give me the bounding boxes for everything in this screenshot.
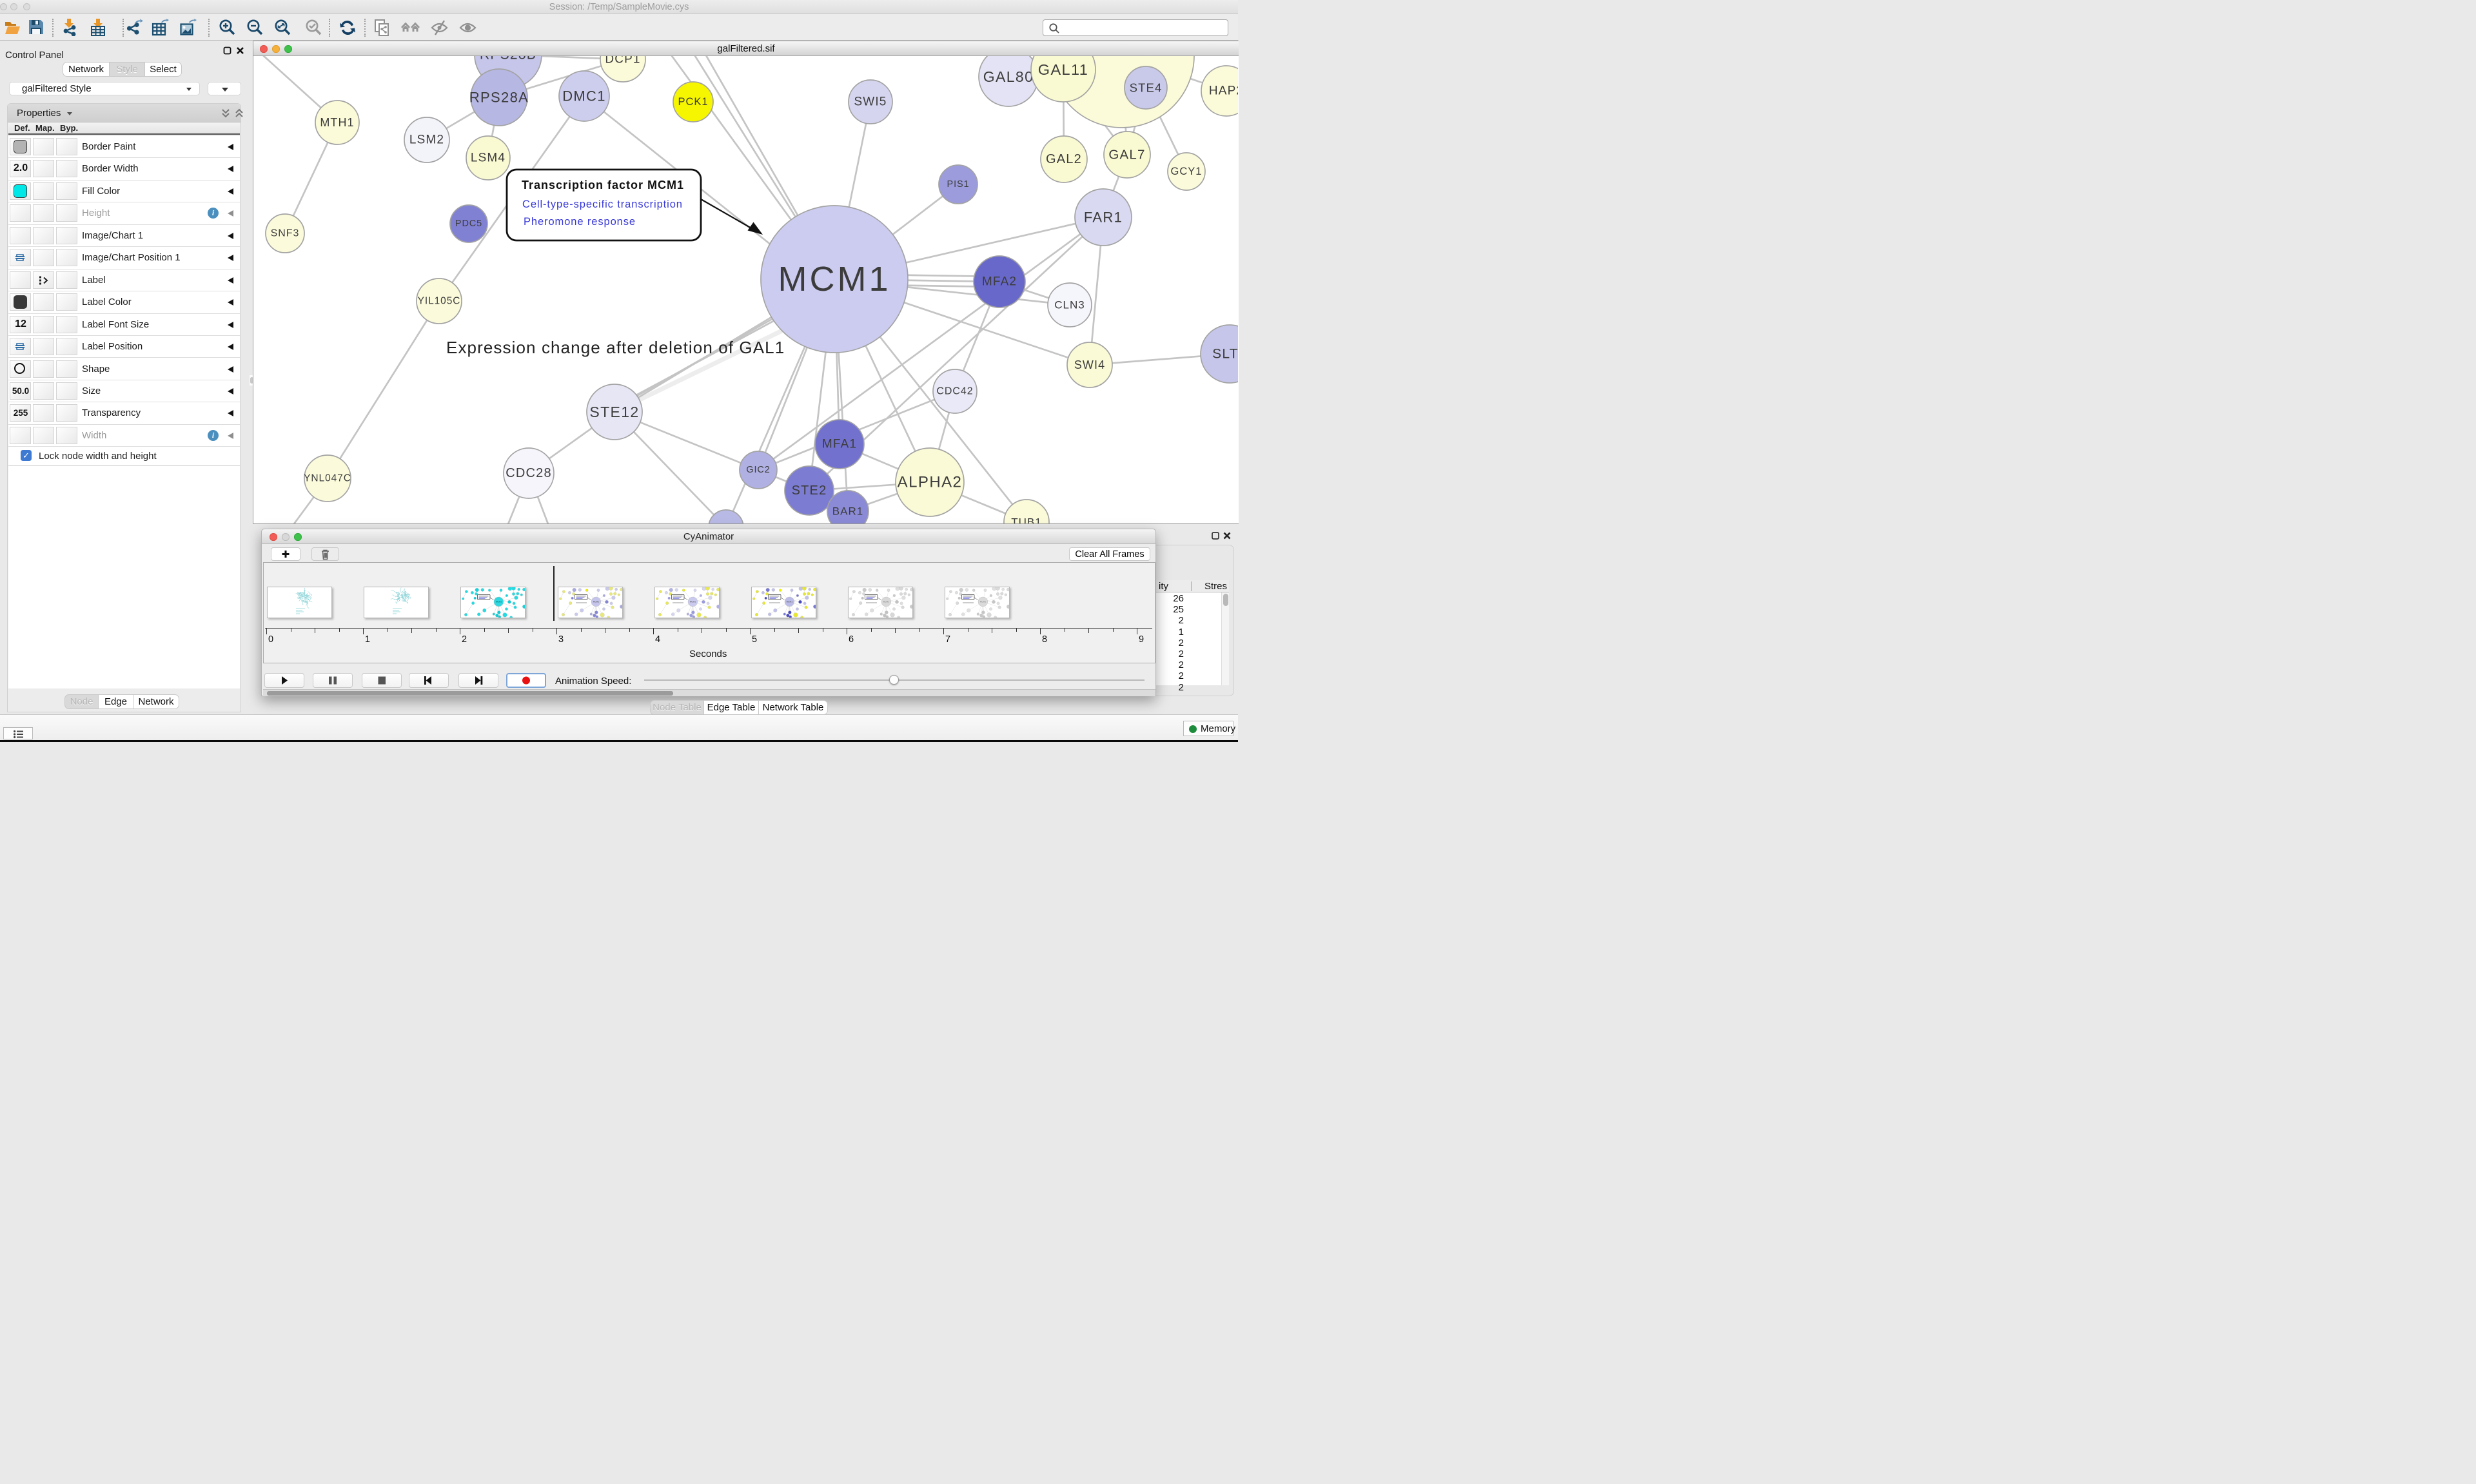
svg-text:MFA1: MFA1 (822, 438, 857, 451)
svg-text:GCY1: GCY1 (1171, 166, 1203, 177)
svg-text:YNL047C: YNL047C (304, 473, 351, 484)
svg-text:DCP1: DCP1 (605, 56, 640, 66)
svg-text:GAL11: GAL11 (1038, 61, 1088, 78)
svg-text:STE4: STE4 (1130, 81, 1163, 95)
svg-text:PDC5: PDC5 (455, 219, 482, 229)
svg-text:LSM4: LSM4 (471, 151, 506, 165)
svg-text:RPS28B: RPS28B (480, 56, 536, 63)
svg-text:STE2: STE2 (792, 483, 827, 498)
svg-text:MTH1: MTH1 (320, 116, 354, 129)
svg-text:FAR1: FAR1 (1084, 210, 1123, 226)
svg-text:STE12: STE12 (589, 404, 639, 420)
svg-text:GIC2: GIC2 (746, 465, 770, 475)
svg-text:RPS28A: RPS28A (469, 90, 529, 106)
svg-text:GAL7: GAL7 (1108, 148, 1145, 162)
svg-text:Transcription factor MCM1: Transcription factor MCM1 (522, 179, 684, 191)
svg-text:MCM1: MCM1 (980, 601, 987, 603)
svg-text:MCM1: MCM1 (778, 260, 891, 298)
svg-text:LSM2: LSM2 (409, 133, 444, 147)
svg-text:MCM1: MCM1 (496, 601, 502, 603)
svg-text:MCM1: MCM1 (883, 601, 890, 603)
svg-text:MCM1: MCM1 (593, 601, 599, 603)
svg-text:PCK1: PCK1 (678, 96, 708, 108)
svg-text:SWI5: SWI5 (854, 95, 887, 109)
svg-text:MFA2: MFA2 (982, 275, 1017, 289)
svg-text:SWI4: SWI4 (1074, 358, 1105, 371)
svg-text:YIL105C: YIL105C (418, 296, 461, 307)
svg-text:Expression change after deleti: Expression change after deletion of GAL1 (446, 338, 785, 357)
svg-text:Pheromone response: Pheromone response (524, 216, 636, 228)
svg-text:CLN3: CLN3 (1054, 299, 1085, 311)
svg-text:HAP2: HAP2 (1209, 84, 1238, 98)
svg-text:MCM1: MCM1 (690, 601, 696, 603)
svg-text:PIS1: PIS1 (947, 179, 970, 190)
svg-text:SNF3: SNF3 (271, 228, 300, 239)
svg-text:ALPHA2: ALPHA2 (898, 474, 963, 491)
svg-text:Cell-type-specific transcripti: Cell-type-specific transcription (522, 199, 683, 210)
svg-text:GAL80: GAL80 (983, 68, 1034, 85)
svg-text:CDC28: CDC28 (506, 466, 552, 480)
svg-text:DMC1: DMC1 (562, 88, 606, 104)
svg-text:GAL2: GAL2 (1046, 152, 1082, 166)
svg-text:BAR1: BAR1 (832, 505, 864, 518)
svg-text:SLT2: SLT2 (1212, 347, 1238, 362)
svg-text:TUB1: TUB1 (1011, 516, 1042, 524)
svg-text:CDC42: CDC42 (936, 386, 973, 397)
svg-text:MCM1: MCM1 (787, 601, 793, 603)
